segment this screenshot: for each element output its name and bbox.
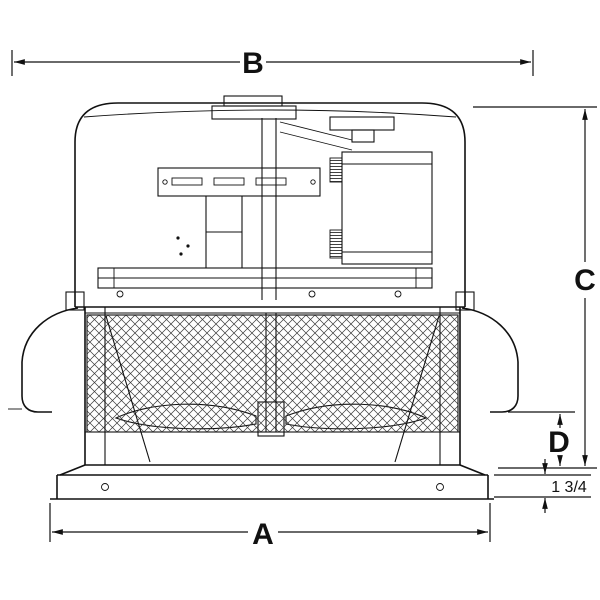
hood-clip-left xyxy=(65,291,85,311)
support-plate xyxy=(97,267,433,298)
dim-label-b: B xyxy=(242,47,264,80)
bolt-hole xyxy=(436,483,444,491)
dimension-overall-width: B xyxy=(11,47,534,80)
bolt-hole xyxy=(101,483,109,491)
dim-label-c: C xyxy=(574,264,596,297)
dim-label-a: A xyxy=(252,518,274,551)
motor-mount-upper xyxy=(329,157,343,183)
inlet-flange-left xyxy=(8,307,79,413)
motor-assembly xyxy=(157,118,433,300)
fan-hood xyxy=(65,95,475,314)
dim-label-base-height: 1 3/4 xyxy=(551,479,587,496)
bolt-hole xyxy=(394,290,402,298)
guard-brace-right xyxy=(394,315,440,463)
dim-label-d: D xyxy=(548,426,570,459)
dimension-flange-height: D xyxy=(508,411,575,466)
dimension-base-flange-height: 1 3/4 xyxy=(494,459,591,513)
hood-clip-right xyxy=(455,291,475,311)
motor-block xyxy=(341,151,433,265)
dimension-overall-height: C xyxy=(473,106,597,469)
guard-brace-left xyxy=(105,315,151,463)
bolt-hole xyxy=(308,290,316,298)
drive-bracket xyxy=(157,167,321,197)
inlet-flange-right xyxy=(461,307,519,413)
drive-belt xyxy=(279,121,353,141)
base-curb-cap xyxy=(50,464,494,500)
birdscreen-mesh xyxy=(85,313,460,433)
bolt-hole xyxy=(116,290,124,298)
dimension-base-width: A xyxy=(49,503,491,551)
motor-mount-lower xyxy=(329,229,343,259)
windband xyxy=(84,307,461,466)
